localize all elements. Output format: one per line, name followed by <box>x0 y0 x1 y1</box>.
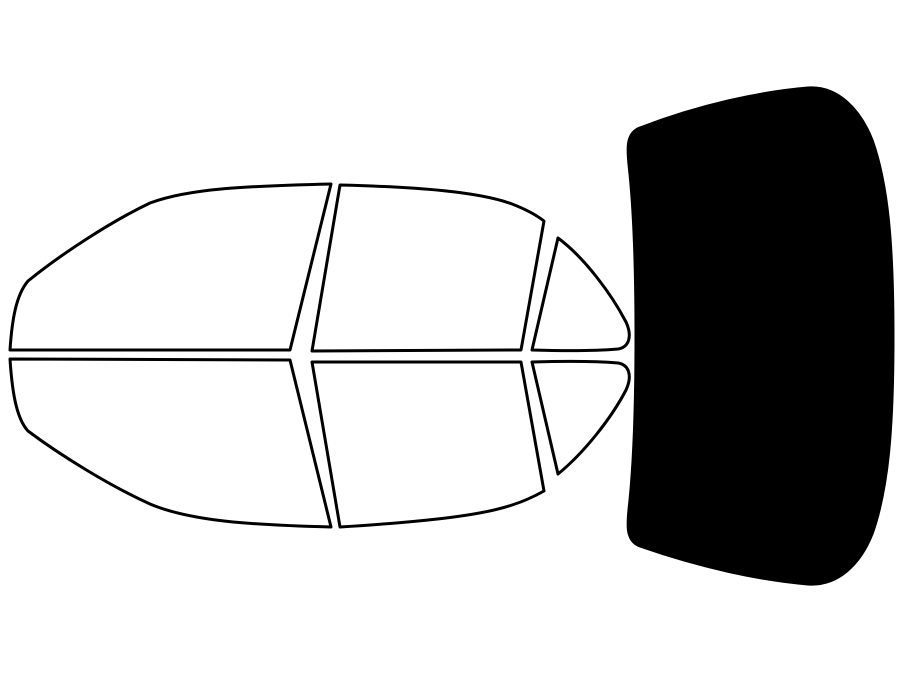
rear-door-window-bottom <box>310 360 546 529</box>
quarter-glass-top <box>530 236 631 353</box>
rear-door-window-top <box>310 183 546 353</box>
front-door-window-bottom <box>8 357 333 529</box>
front-door-window-top <box>8 182 333 352</box>
rear-windshield <box>626 86 895 586</box>
quarter-glass-bottom <box>530 359 631 476</box>
